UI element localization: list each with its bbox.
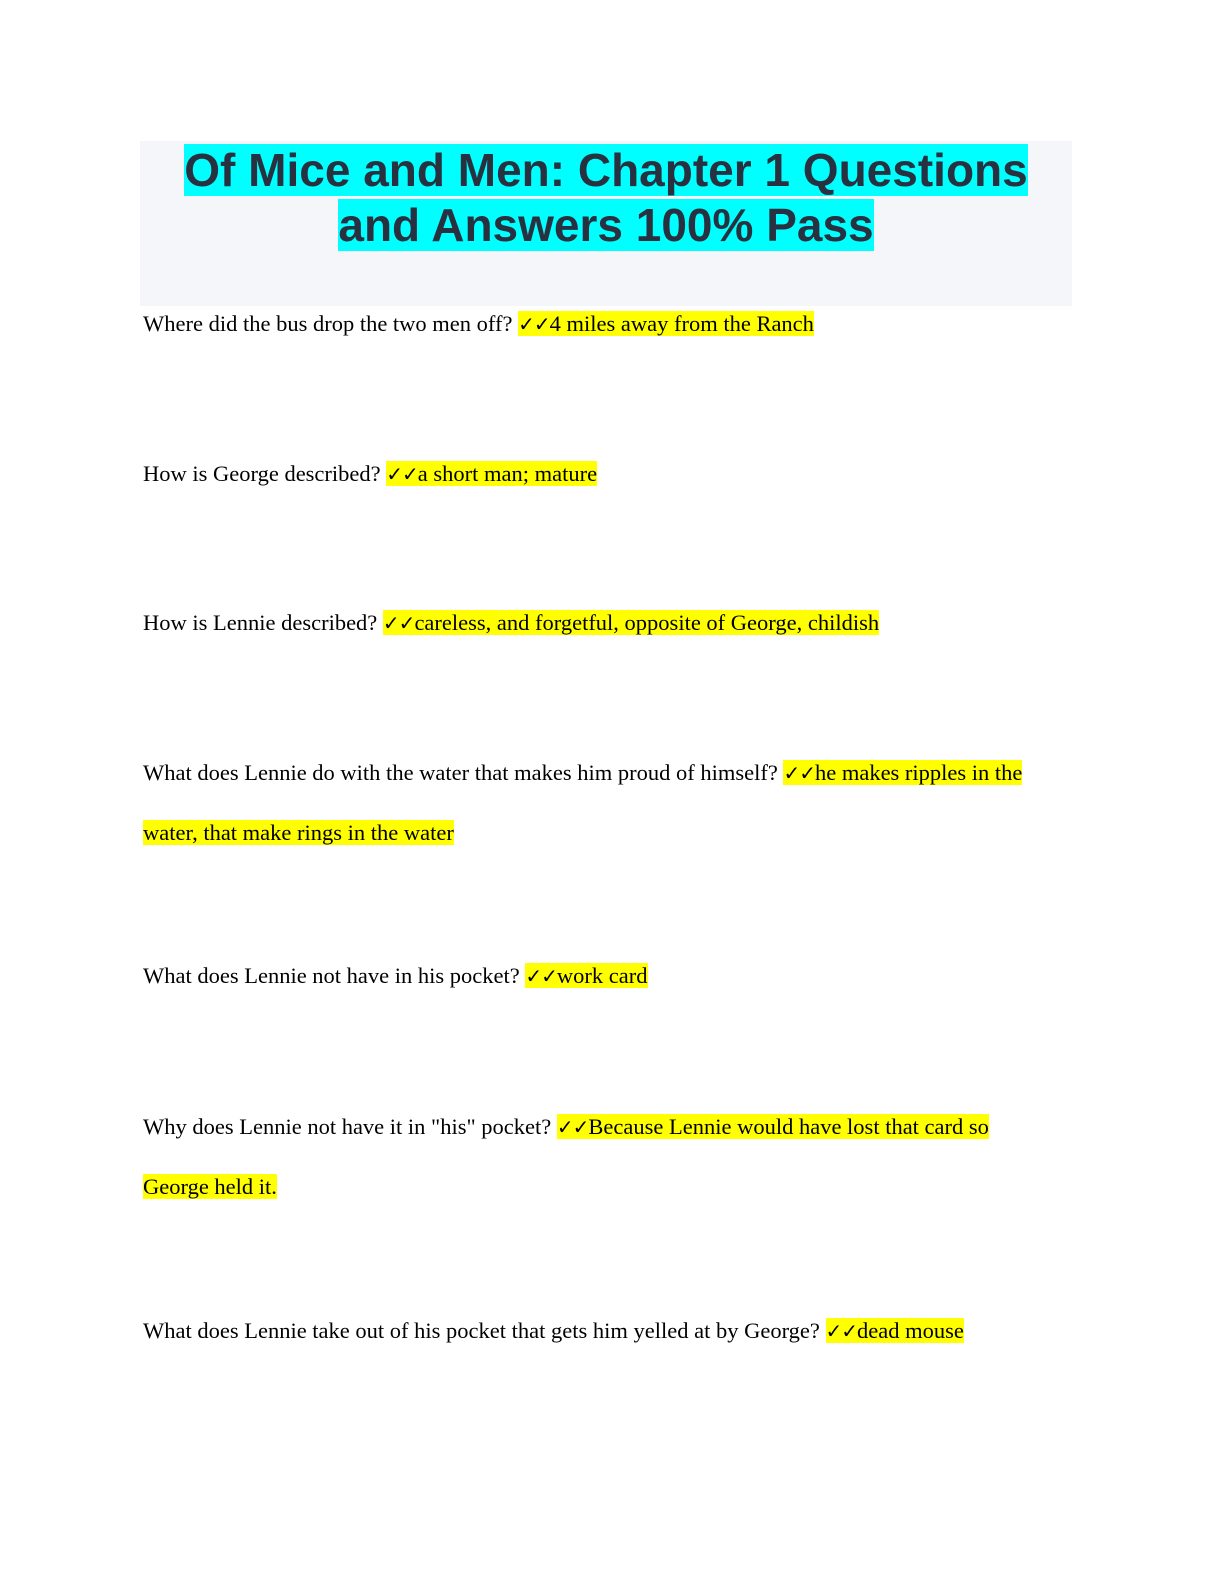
answer-highlight: ✓✓a short man; mature xyxy=(386,461,598,486)
check-mark-icon: ✓✓ xyxy=(518,312,551,336)
check-mark-icon: ✓✓ xyxy=(382,611,416,635)
answer-highlight: ✓✓careless, and forgetful, opposite of G… xyxy=(382,610,880,635)
page-title-text: Of Mice and Men: Chapter 1 Questions and… xyxy=(184,144,1028,251)
check-mark-icon: ✓✓ xyxy=(825,1319,859,1343)
question-text: How is Lennie described? xyxy=(143,610,378,635)
qa-item: Where did the bus drop the two men off? … xyxy=(143,294,1053,354)
qa-item: What does Lennie take out of his pocket … xyxy=(143,1301,1053,1361)
question-text: What does Lennie take out of his pocket … xyxy=(143,1318,820,1343)
answer-text: dead mouse xyxy=(857,1318,964,1343)
question-text: What does Lennie do with the water that … xyxy=(143,760,778,785)
answer-highlight: ✓✓dead mouse xyxy=(825,1318,964,1343)
qa-item: How is George described? ✓✓a short man; … xyxy=(143,444,1053,504)
qa-item: How is Lennie described? ✓✓careless, and… xyxy=(143,593,1053,653)
answer-highlight: ✓✓4 miles away from the Ranch xyxy=(518,311,814,336)
answer-text: 4 miles away from the Ranch xyxy=(549,311,814,336)
qa-item: Why does Lennie not have it in "his" poc… xyxy=(143,1097,1053,1216)
answer-text: work card xyxy=(556,963,648,988)
question-text: What does Lennie not have in his pocket? xyxy=(143,963,520,988)
page-title: Of Mice and Men: Chapter 1 Questions and… xyxy=(140,141,1072,253)
qa-item: What does Lennie do with the water that … xyxy=(143,743,1053,862)
question-text: Where did the bus drop the two men off? xyxy=(143,311,513,336)
answer-text: Because Lennie would have lost that card… xyxy=(143,1114,989,1199)
question-text: Why does Lennie not have it in "his" poc… xyxy=(143,1114,552,1139)
check-mark-icon: ✓✓ xyxy=(783,761,816,785)
check-mark-icon: ✓✓ xyxy=(386,462,419,486)
answer-text: a short man; mature xyxy=(417,461,598,486)
answer-highlight: ✓✓work card xyxy=(525,963,648,988)
check-mark-icon: ✓✓ xyxy=(525,964,558,988)
check-mark-icon: ✓✓ xyxy=(556,1115,590,1139)
qa-item: What does Lennie not have in his pocket?… xyxy=(143,946,1053,1006)
answer-text: careless, and forgetful, opposite of Geo… xyxy=(414,610,880,635)
question-text: How is George described? xyxy=(143,461,381,486)
title-banner: Of Mice and Men: Chapter 1 Questions and… xyxy=(140,141,1072,306)
answer-text: he makes ripples in the water, that make… xyxy=(143,760,1023,845)
